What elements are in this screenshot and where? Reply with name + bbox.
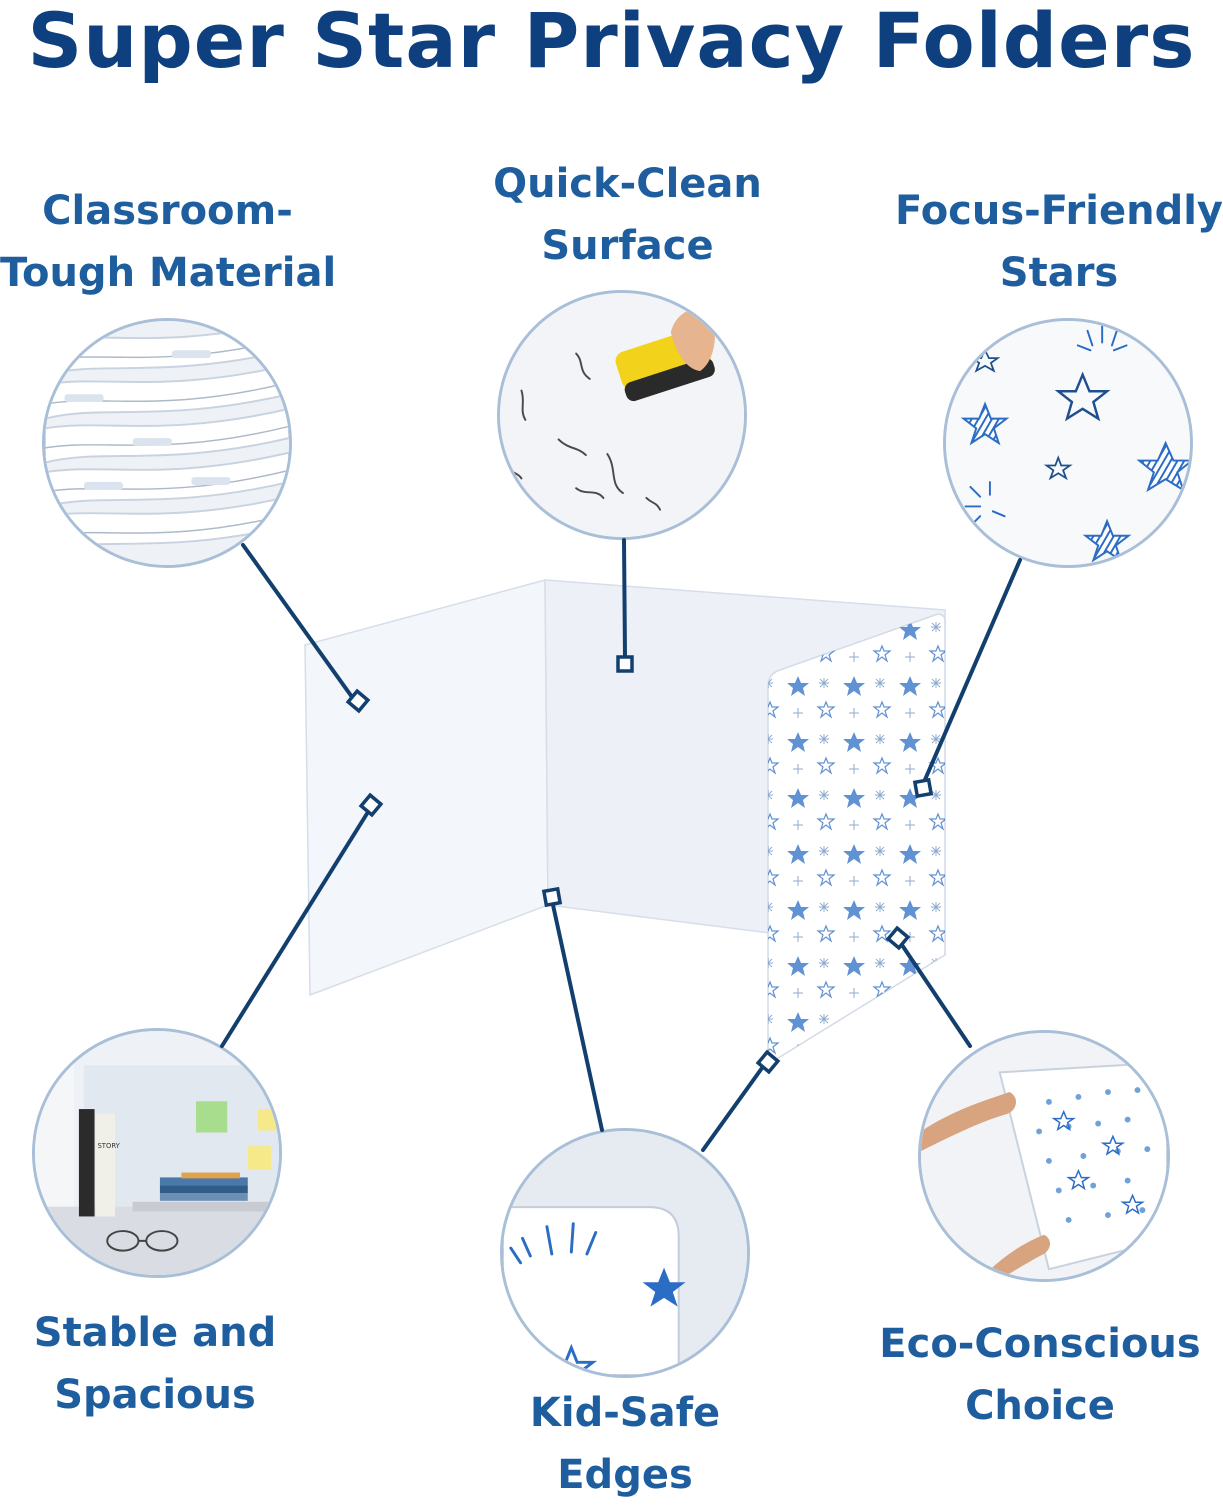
connector-material xyxy=(241,543,354,699)
folder-left-panel xyxy=(304,579,549,997)
connector-stars xyxy=(922,558,1022,784)
clean-label-line1: Quick-Clean xyxy=(493,161,762,207)
eco-closeup-circle xyxy=(918,1030,1170,1282)
edges-label-line1: Kid-Safe xyxy=(529,1390,721,1436)
connector-eco xyxy=(900,943,972,1048)
marker-stable xyxy=(358,792,384,818)
edges-closeup-circle xyxy=(500,1128,750,1378)
feature-label-stable: Stable and Spacious xyxy=(20,1302,290,1426)
connector-lines xyxy=(220,538,1022,1152)
marker-clean xyxy=(616,655,634,673)
folder-star-print xyxy=(768,614,945,1062)
eco-label-line1: Eco-Conscious xyxy=(879,1321,1201,1367)
feature-label-clean: Quick-Clean Surface xyxy=(470,153,785,277)
stable-label-line1: Stable and xyxy=(33,1310,277,1356)
material-label-line1: Classroom- xyxy=(42,188,293,234)
connector-markers xyxy=(345,655,934,1075)
feature-label-eco: Eco-Conscious Choice xyxy=(870,1313,1210,1437)
feature-label-stars: Focus-Friendly Stars xyxy=(895,180,1223,304)
page-title: Super Star Privacy Folders xyxy=(27,0,1196,85)
book-spine-text: STORY xyxy=(97,1142,120,1150)
feature-label-material: Classroom- Tough Material xyxy=(0,180,337,304)
edges-label-line2: Edges xyxy=(557,1452,693,1498)
stars-closeup-circle xyxy=(943,318,1193,568)
marker-stars xyxy=(912,777,934,799)
marker-edges-left xyxy=(541,886,563,908)
material-label-line2: Tough Material xyxy=(0,250,337,296)
star-pattern-image xyxy=(946,321,1190,565)
stars-label-line2: Stars xyxy=(999,250,1119,296)
connector-clean xyxy=(622,538,627,659)
marker-eco xyxy=(885,925,911,951)
stars-label-line1: Focus-Friendly xyxy=(895,188,1223,234)
material-closeup-circle xyxy=(42,318,292,568)
eco-label-line2: Choice xyxy=(965,1383,1115,1429)
hands-holding-panel-image xyxy=(921,1033,1167,1279)
marker-edges-right xyxy=(755,1049,781,1075)
connector-edges-right xyxy=(701,1066,764,1152)
connector-stable xyxy=(220,810,370,1048)
connector-edges-left xyxy=(551,903,604,1132)
stable-label-line2: Spacious xyxy=(54,1372,256,1418)
feature-label-edges: Kid-Safe Edges xyxy=(505,1382,745,1506)
marker-material xyxy=(345,688,371,714)
clean-label-line2: Surface xyxy=(541,223,714,269)
eraser-cleaning-image xyxy=(500,293,744,537)
clean-closeup-circle xyxy=(497,290,747,540)
rounded-corner-image xyxy=(503,1131,747,1375)
